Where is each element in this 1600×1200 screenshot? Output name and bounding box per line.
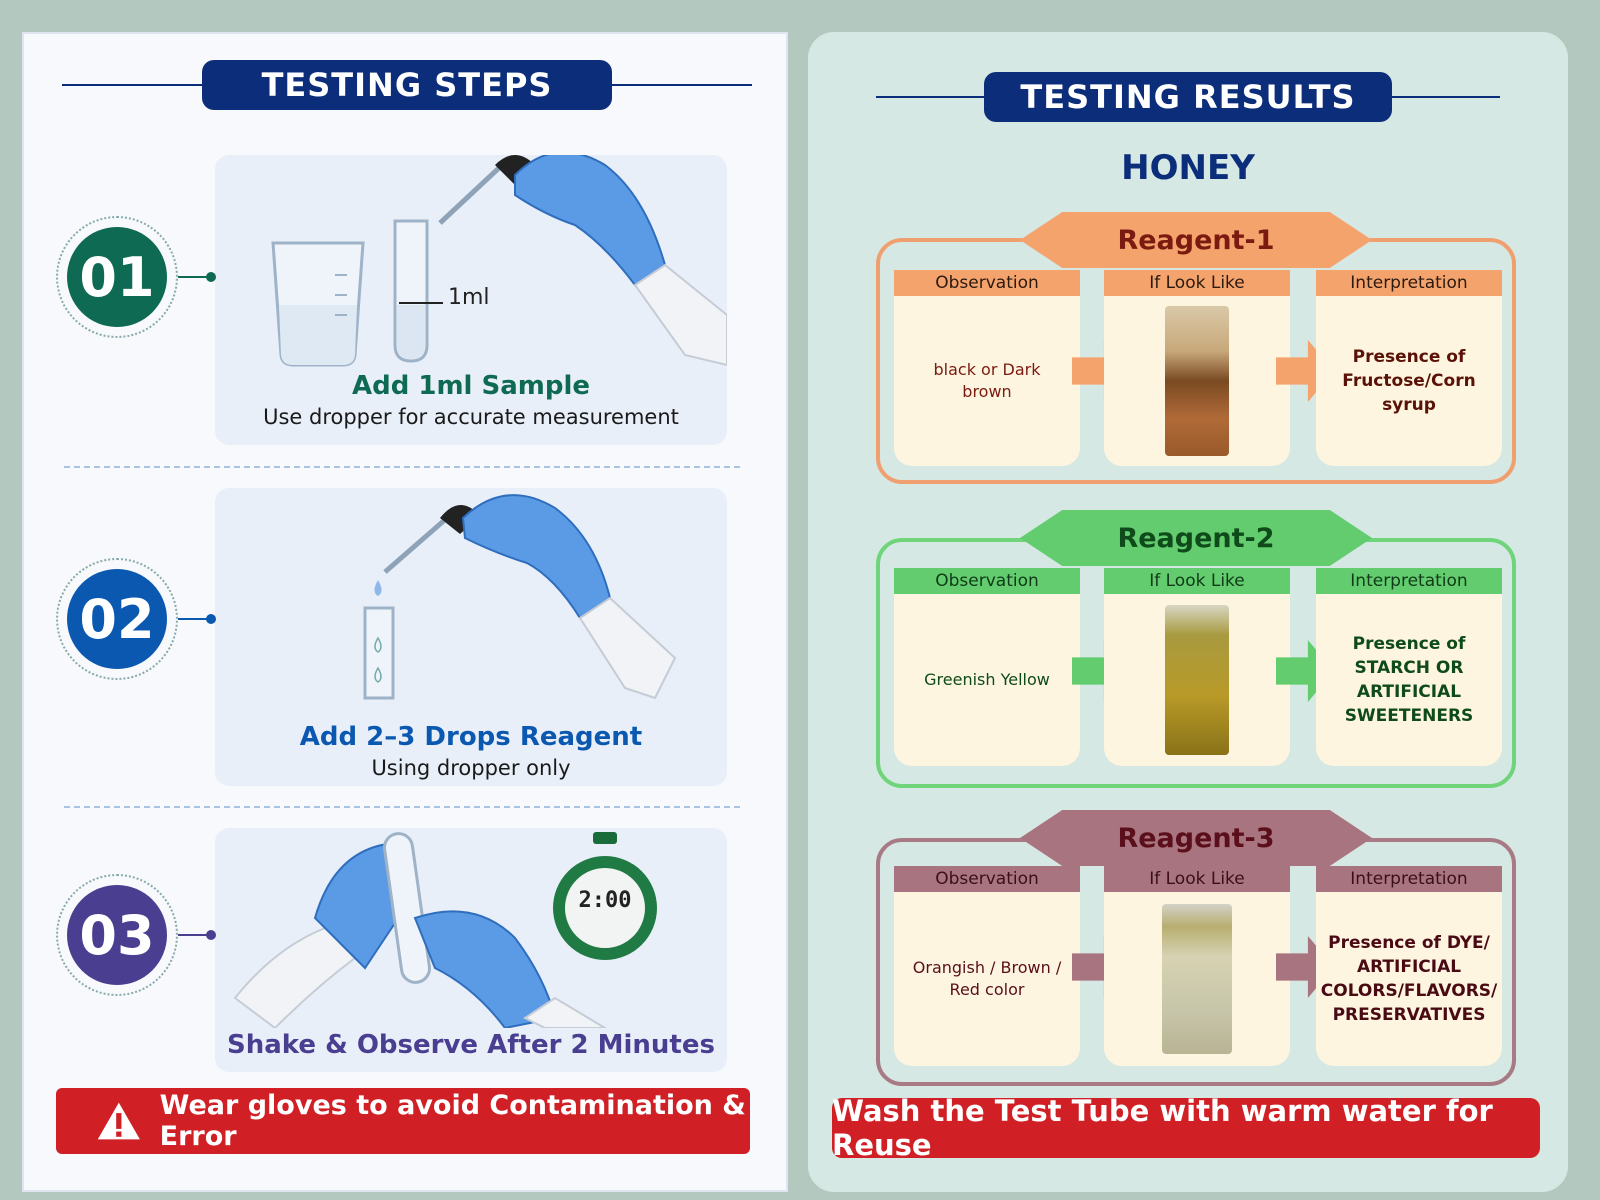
drop-icon: [374, 636, 382, 653]
warning-icon: [97, 1102, 140, 1140]
wash-reuse-text: Wash the Test Tube with warm water for R…: [832, 1094, 1493, 1162]
step-3-connector: [178, 930, 216, 940]
step-3-card: 2:00 Shake & Observe After 2 Minutes: [215, 828, 727, 1072]
reagent-3-image-col: If Look Like: [1104, 866, 1290, 1066]
reagent-1-tube-photo: [1165, 306, 1229, 456]
testing-steps-title: TESTING STEPS: [201, 60, 613, 110]
step-divider: [64, 806, 740, 808]
header-rule: [1391, 96, 1500, 98]
reagent-3-observation-col: Observation Orangish / Brown / Red color: [894, 866, 1080, 1066]
step-1-number: 01: [67, 227, 167, 327]
lab-coat-sleeve: [633, 263, 728, 367]
gloves-warning-banner: Wear gloves to avoid Contamination & Err…: [56, 1088, 750, 1154]
lab-coat-sleeve: [578, 596, 677, 700]
step-divider: [64, 466, 740, 468]
reagent-1-observation: black or Dark brown: [933, 360, 1041, 401]
reagent-3-tube-photo: [1162, 904, 1232, 1054]
glove-icon: [514, 151, 667, 287]
reagent-1-observation-col: Observation black or Dark brown: [894, 270, 1080, 466]
step-1-connector: [178, 272, 216, 282]
step-2-illustration: [363, 494, 677, 700]
reagent-2-image-col: If Look Like: [1104, 568, 1290, 766]
header-rule: [612, 84, 753, 86]
reagent-2-observation-col: Observation Greenish Yellow: [894, 568, 1080, 766]
reagent-3-label: Reagent-3: [1020, 810, 1372, 866]
tube-mark-label: 1ml: [448, 285, 490, 310]
stopwatch-icon: [553, 832, 657, 960]
test-tube-icon: [363, 606, 395, 700]
step-2-connector: [178, 614, 216, 624]
beaker-liquid: [279, 305, 357, 365]
header-rule: [876, 96, 985, 98]
step-2-badge: 02: [56, 558, 178, 680]
reagent-1-interpretation-col: Interpretation Presence of Fructose/Corn…: [1316, 270, 1502, 466]
test-tube-icon: [383, 832, 431, 984]
step-1-badge: 01: [56, 216, 178, 338]
warning-text: Wear gloves to avoid Contamination & Err…: [159, 1090, 746, 1152]
testing-results-header: TESTING RESULTS: [876, 72, 1500, 122]
step-2-subtitle: Using dropper only: [371, 756, 571, 780]
testing-results-title: TESTING RESULTS: [984, 72, 1392, 122]
header-rule: [62, 84, 202, 86]
reagent-3-interpretation: Presence of DYE/ ARTIFICIAL COLORS/FLAVO…: [1320, 933, 1498, 1025]
lab-coat-sleeve: [233, 926, 357, 1030]
reagent-2-interpretation: Presence of STARCH OR ARTIFICIAL SWEETEN…: [1344, 634, 1474, 726]
step-3-illustration: [233, 832, 657, 1030]
timer-readout: 2:00: [578, 888, 632, 913]
step-2-number: 02: [67, 569, 167, 669]
drop-icon: [374, 580, 382, 596]
testing-steps-header: TESTING STEPS: [62, 60, 753, 110]
step-1-card: 1ml Add 1ml Sample Use dropper for accur…: [215, 151, 728, 445]
step-2-card: Add 2–3 Drops Reagent Using dropper only: [215, 488, 727, 786]
step-3-number: 03: [67, 885, 167, 985]
reagent-2-observation: Greenish Yellow: [924, 670, 1050, 689]
sample-name: HONEY: [1121, 148, 1255, 188]
dropper-icon: [438, 165, 502, 225]
reagent-1-image-col: If Look Like: [1104, 270, 1290, 466]
reagent-3-observation: Orangish / Brown / Red color: [912, 958, 1062, 999]
glove-icon: [413, 910, 557, 1030]
dropper-icon: [383, 516, 449, 574]
reagent-3-interpretation-col: Interpretation Presence of DYE/ ARTIFICI…: [1316, 866, 1502, 1066]
glove-icon: [461, 494, 612, 620]
reagent-1-label: Reagent-1: [1020, 212, 1372, 268]
reagent-1-interpretation: Presence of Fructose/Corn syrup: [1342, 347, 1476, 415]
drop-icon: [374, 666, 382, 683]
step-3-title: Shake & Observe After 2 Minutes: [227, 1030, 715, 1060]
reagent-2-interpretation-col: Interpretation Presence of STARCH OR ART…: [1316, 568, 1502, 766]
step-2-title: Add 2–3 Drops Reagent: [299, 722, 643, 752]
step-1-illustration: [271, 151, 728, 367]
wash-reuse-banner: Wash the Test Tube with warm water for R…: [832, 1094, 1540, 1162]
reagent-2-tube-photo: [1165, 605, 1229, 755]
reagent-2-label: Reagent-2: [1020, 510, 1372, 566]
step-1-title: Add 1ml Sample: [351, 371, 591, 401]
step-1-subtitle: Use dropper for accurate measurement: [263, 405, 679, 429]
step-3-badge: 03: [56, 874, 178, 996]
